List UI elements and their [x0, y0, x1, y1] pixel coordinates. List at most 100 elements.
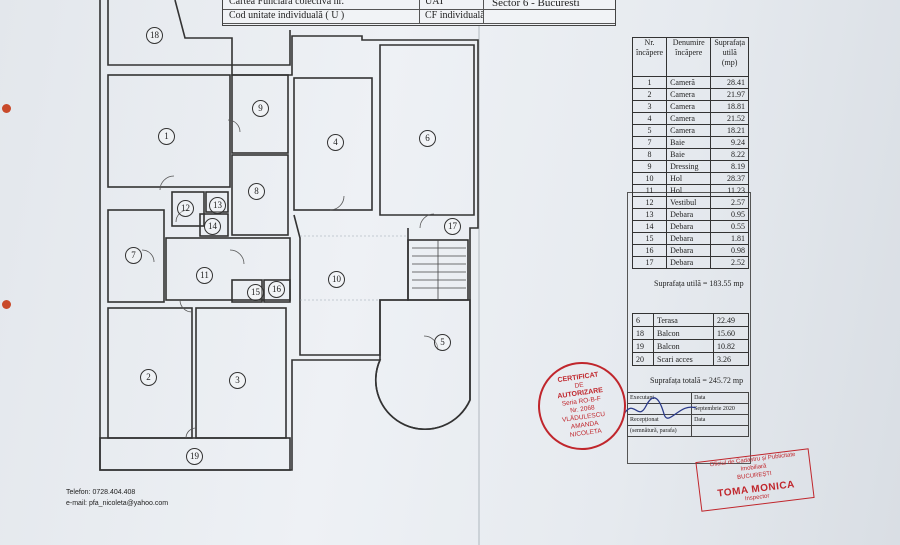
- room-marker: 2: [140, 369, 157, 386]
- cell-area: 28.37: [710, 172, 749, 185]
- room-marker: 12: [177, 200, 194, 217]
- cell-nr: 1: [631, 76, 668, 89]
- cell-name: Debara: [666, 220, 712, 233]
- useful-total: Suprafața utilă = 183.55 mp: [654, 279, 744, 288]
- balcony-18-wall: [107, 0, 291, 66]
- cell-name: Camera: [666, 124, 712, 137]
- room-14-wall: [199, 213, 229, 237]
- room-marker: 4: [327, 134, 344, 151]
- punch-hole: [2, 300, 11, 309]
- cell-name: Balcon: [653, 326, 714, 340]
- cell-area: 18.21: [710, 124, 749, 137]
- room-marker: 13: [209, 197, 226, 214]
- header-unit-code: Cod unitate individuală ( U ): [223, 9, 420, 23]
- room-8-wall: [231, 154, 289, 236]
- header-uat: UAT: [419, 0, 484, 9]
- room-5-wall: [375, 299, 471, 431]
- cell-name: Hol: [666, 184, 712, 197]
- cell-name: Scari acces: [653, 352, 714, 366]
- cell-nr: 3: [631, 100, 668, 113]
- cell-area: 18.81: [710, 100, 749, 113]
- cell-name: Hol: [666, 172, 712, 185]
- room-marker: 1: [158, 128, 175, 145]
- room-10-wall: [293, 214, 409, 356]
- room-16-wall: [263, 279, 291, 303]
- signature-note: (semnătură, parafa): [626, 425, 693, 437]
- contact-phone: Telefon: 0728.404.408: [66, 489, 136, 496]
- data-label: Data: [691, 392, 749, 404]
- cell-name: Debara: [666, 232, 712, 245]
- room-marker: 6: [419, 130, 436, 147]
- cell-area: 28.41: [710, 76, 749, 89]
- header-table: Cartea Funciară colectivă nr. UAT Cod un…: [222, 0, 616, 26]
- contact-email: e-mail: pfa_nicoleta@yahoo.com: [66, 500, 169, 507]
- col-name: Denumire încăpere: [666, 37, 712, 77]
- cell-name: Dressing: [666, 160, 712, 173]
- col-nr: Nr. încăpere: [631, 37, 668, 77]
- room-12-wall: [171, 191, 205, 227]
- cell-nr: 19: [631, 339, 655, 353]
- cell-nr: 4: [631, 112, 668, 125]
- room-marker: 15: [247, 284, 264, 301]
- cell-name: Debara: [666, 208, 712, 221]
- cell-name: Vestibul: [666, 196, 712, 209]
- cell-name: Baie: [666, 136, 712, 149]
- cell-nr: 12: [631, 196, 668, 209]
- cell-nr: 8: [631, 148, 668, 161]
- cell-area: 0.55: [710, 220, 749, 233]
- cell-name: Cameră: [666, 76, 712, 89]
- rooms-table: Nr. încăpere Denumire încăpere Suprafața…: [631, 37, 749, 269]
- room-1-wall: [107, 74, 231, 188]
- cell-area: 11.23: [710, 184, 749, 197]
- room-7-wall: [107, 209, 165, 303]
- cell-name: Camera: [666, 100, 712, 113]
- room-marker: 9: [252, 100, 269, 117]
- room-marker: 3: [229, 372, 246, 389]
- cell-nr: 13: [631, 208, 668, 221]
- cell-nr: 11: [631, 184, 668, 197]
- cell-nr: 15: [631, 232, 668, 245]
- cell-area: 0.98: [710, 244, 749, 257]
- cell-nr: 17: [631, 256, 668, 269]
- punch-hole: [2, 104, 11, 113]
- cell-name: Baie: [666, 148, 712, 161]
- room-marker: 10: [328, 271, 345, 288]
- room-marker: 14: [204, 218, 221, 235]
- header-cf-individual: CF individuală: [419, 9, 484, 23]
- cell-area: 8.19: [710, 160, 749, 173]
- header-sector: Sector 6 - Bucuresti: [492, 0, 580, 9]
- plan-outer-wall: [99, 0, 479, 471]
- cell-area: 2.52: [710, 256, 749, 269]
- cell-nr: 10: [631, 172, 668, 185]
- cell-name: Camera: [666, 112, 712, 125]
- cell-nr: 18: [631, 326, 655, 340]
- cell-name: Camera: [666, 88, 712, 101]
- grand-total: Suprafața totală = 245.72 mp: [650, 376, 744, 385]
- cell-area: 9.24: [710, 136, 749, 149]
- cell-name: Debara: [666, 256, 712, 269]
- signature: [623, 397, 697, 419]
- room-11-wall: [165, 237, 291, 301]
- cell-nr: 9: [631, 160, 668, 173]
- data-label-2: Data: [691, 414, 749, 426]
- room-marker: 11: [196, 267, 213, 284]
- room-marker: 16: [268, 281, 285, 298]
- room-marker: 7: [125, 247, 142, 264]
- room-marker: 17: [444, 218, 461, 235]
